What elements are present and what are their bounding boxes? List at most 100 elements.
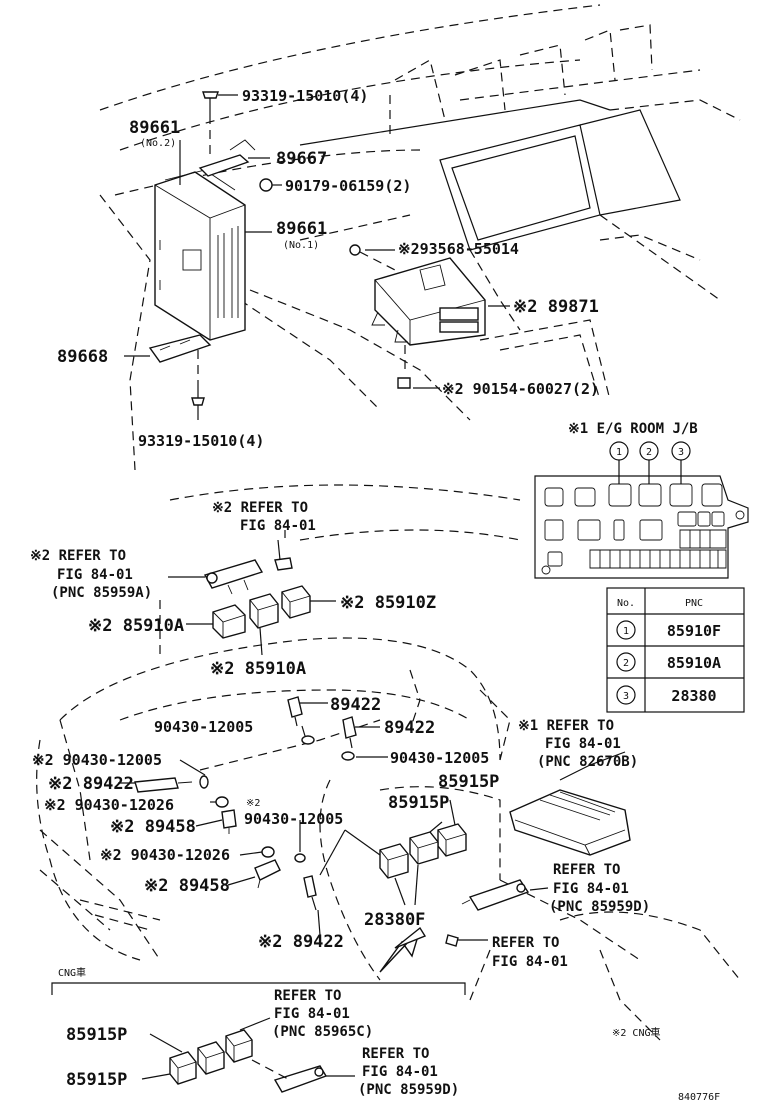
bracket-89668[interactable] bbox=[148, 334, 212, 363]
label-pnc-85959d: (PNC 85959D) bbox=[549, 899, 650, 915]
label-85915p-cng-a: 85915P bbox=[66, 1025, 127, 1045]
relay-85910a-center[interactable] bbox=[249, 593, 279, 629]
leader-lines-lower bbox=[118, 530, 626, 941]
ecu-89661[interactable] bbox=[154, 169, 246, 341]
label-85910z: ※2 85910Z bbox=[340, 593, 436, 613]
relay-28380f[interactable] bbox=[379, 843, 409, 879]
bracket-89667[interactable] bbox=[198, 139, 256, 177]
label-93568-55014: ※293568-55014 bbox=[398, 240, 519, 258]
direction-arrow bbox=[379, 926, 427, 973]
relay-marker-3: 3 bbox=[671, 441, 691, 461]
label-90430-12005-left: ※2 90430-12005 bbox=[32, 751, 162, 769]
relay-85915p-a[interactable] bbox=[437, 823, 467, 857]
leader-lines-cng bbox=[141, 1017, 355, 1081]
label-89458-b: ※2 89458 bbox=[144, 876, 230, 896]
bolt-refer-84-01-lower[interactable] bbox=[445, 934, 459, 947]
label-90430-12026-a: ※2 90430-12026 bbox=[44, 796, 174, 814]
screw-90154[interactable] bbox=[397, 345, 411, 389]
label-85915p-a: 85915P bbox=[438, 772, 499, 792]
pnc-row-no: 2 bbox=[623, 658, 629, 669]
relay-85910z[interactable] bbox=[281, 585, 311, 619]
label-85910a-center: ※2 85910A bbox=[210, 659, 306, 679]
pnc-row-no: 3 bbox=[623, 691, 629, 702]
label-mark-2: ※2 bbox=[246, 798, 260, 809]
relay-bracket-85959a[interactable] bbox=[203, 559, 264, 595]
label-28380f: 28380F bbox=[364, 910, 425, 930]
washer-90430-12026-b[interactable] bbox=[261, 846, 275, 858]
relay-85915p-b[interactable] bbox=[409, 831, 439, 865]
label-89422-a: 89422 bbox=[330, 695, 381, 715]
pnc-row-value: 85910A bbox=[667, 654, 721, 672]
label-pnc-85959a: (PNC 85959A) bbox=[51, 585, 152, 601]
label-93319-15010-bottom: 93319-15010(4) bbox=[138, 432, 264, 450]
label-refer-to-85959d: REFER TO bbox=[553, 862, 620, 878]
svg-text:2: 2 bbox=[646, 447, 652, 458]
label-refer-to-82670b: ※1 REFER TO bbox=[518, 718, 614, 734]
label-fig-84-01-cng: FIG 84-01 bbox=[362, 1064, 438, 1080]
label-89667: 89667 bbox=[276, 149, 327, 169]
label-fig-84-01-85959d: FIG 84-01 bbox=[553, 881, 629, 897]
label-85915p-b: 85915P bbox=[388, 793, 449, 813]
label-cng-note: ※2 CNG車 bbox=[612, 1026, 660, 1039]
pnc-row-no: 1 bbox=[623, 626, 629, 637]
washer-90430-12005-c[interactable] bbox=[294, 853, 306, 863]
label-90430-12005-b: 90430-12005 bbox=[390, 749, 489, 767]
relay-85915p-cng-a[interactable] bbox=[169, 1051, 197, 1085]
label-89422-c: ※2 89422 bbox=[48, 774, 134, 794]
sensor-89458-a[interactable] bbox=[221, 809, 237, 834]
screw-93568[interactable] bbox=[349, 244, 396, 271]
sensor-89458-b[interactable] bbox=[254, 859, 281, 889]
washer-90430-12026-a[interactable] bbox=[215, 796, 229, 808]
pnc-table-header-pnc: PNC bbox=[685, 598, 703, 609]
bracket-85959d[interactable] bbox=[461, 879, 530, 911]
label-89871: ※2 89871 bbox=[513, 297, 599, 317]
label-89668: 89668 bbox=[57, 347, 108, 367]
label-89422-d: ※2 89422 bbox=[258, 932, 344, 952]
label-93319-15010-top: 93319-15010(4) bbox=[242, 87, 368, 105]
label-89458-a: ※2 89458 bbox=[110, 817, 196, 837]
label-eg-room-jb: ※1 E/G ROOM J/B bbox=[568, 421, 698, 437]
nut-90179[interactable] bbox=[259, 178, 273, 192]
screw-93319-bottom[interactable] bbox=[191, 350, 205, 406]
sensor-89422-d[interactable] bbox=[303, 875, 317, 911]
pnc-row-value: 85910F bbox=[667, 622, 721, 640]
pnc-table: No. PNC 1 85910F 2 85910A 3 28380 bbox=[606, 587, 745, 713]
label-fig-84-01-1: FIG 84-01 bbox=[240, 518, 316, 534]
label-fig-84-01-2: FIG 84-01 bbox=[57, 567, 133, 583]
label-fig-84-01-82670b: FIG 84-01 bbox=[545, 736, 621, 752]
label-89661-no1: 89661 bbox=[276, 219, 327, 239]
label-refer-to-1: ※2 REFER TO bbox=[212, 500, 308, 516]
sensor-89422-b[interactable] bbox=[341, 716, 357, 761]
label-fig-84-01-85965c: FIG 84-01 bbox=[274, 1006, 350, 1022]
label-figure-code: 840776F bbox=[678, 1092, 720, 1103]
junction-box-82670b[interactable] bbox=[509, 789, 631, 856]
screw-93319-top[interactable] bbox=[202, 91, 219, 160]
label-pnc-85965c: (PNC 85965C) bbox=[272, 1024, 373, 1040]
bracket-85959d-cng[interactable] bbox=[273, 1065, 328, 1093]
svg-text:1: 1 bbox=[616, 447, 622, 458]
sensor-89422-a[interactable] bbox=[287, 696, 315, 745]
label-90430-12005-c: 90430-12005 bbox=[244, 810, 343, 828]
relay-85910a-left[interactable] bbox=[212, 604, 246, 639]
label-no1: (No.1) bbox=[283, 240, 319, 251]
svg-text:3: 3 bbox=[678, 447, 684, 458]
pnc-row-value: 28380 bbox=[671, 687, 716, 705]
label-90430-12026-b: ※2 90430-12026 bbox=[100, 846, 230, 864]
pnc-table-header-no: No. bbox=[617, 598, 635, 609]
leader-lines-top bbox=[124, 94, 510, 420]
label-85910a-left: ※2 85910A bbox=[88, 616, 184, 636]
label-85915p-cng-b: 85915P bbox=[66, 1070, 127, 1090]
relay-85965c-cng[interactable] bbox=[225, 1029, 253, 1063]
label-refer-to-cng: REFER TO bbox=[362, 1046, 429, 1062]
label-fig-84-01-lower: FIG 84-01 bbox=[492, 954, 568, 970]
label-89661-no2: 89661 bbox=[129, 118, 180, 138]
sensor-89422-c[interactable] bbox=[134, 775, 209, 793]
label-refer-to-85965c: REFER TO bbox=[274, 988, 341, 1004]
relay-85915p-cng-b[interactable] bbox=[197, 1041, 225, 1075]
relay-marker-2: 2 bbox=[639, 441, 659, 461]
label-pnc-82670b: (PNC 82670B) bbox=[537, 754, 638, 770]
module-89871[interactable] bbox=[371, 257, 486, 346]
bolt-refer-84-01[interactable] bbox=[274, 539, 293, 571]
label-90179-06159: 90179-06159(2) bbox=[285, 177, 411, 195]
